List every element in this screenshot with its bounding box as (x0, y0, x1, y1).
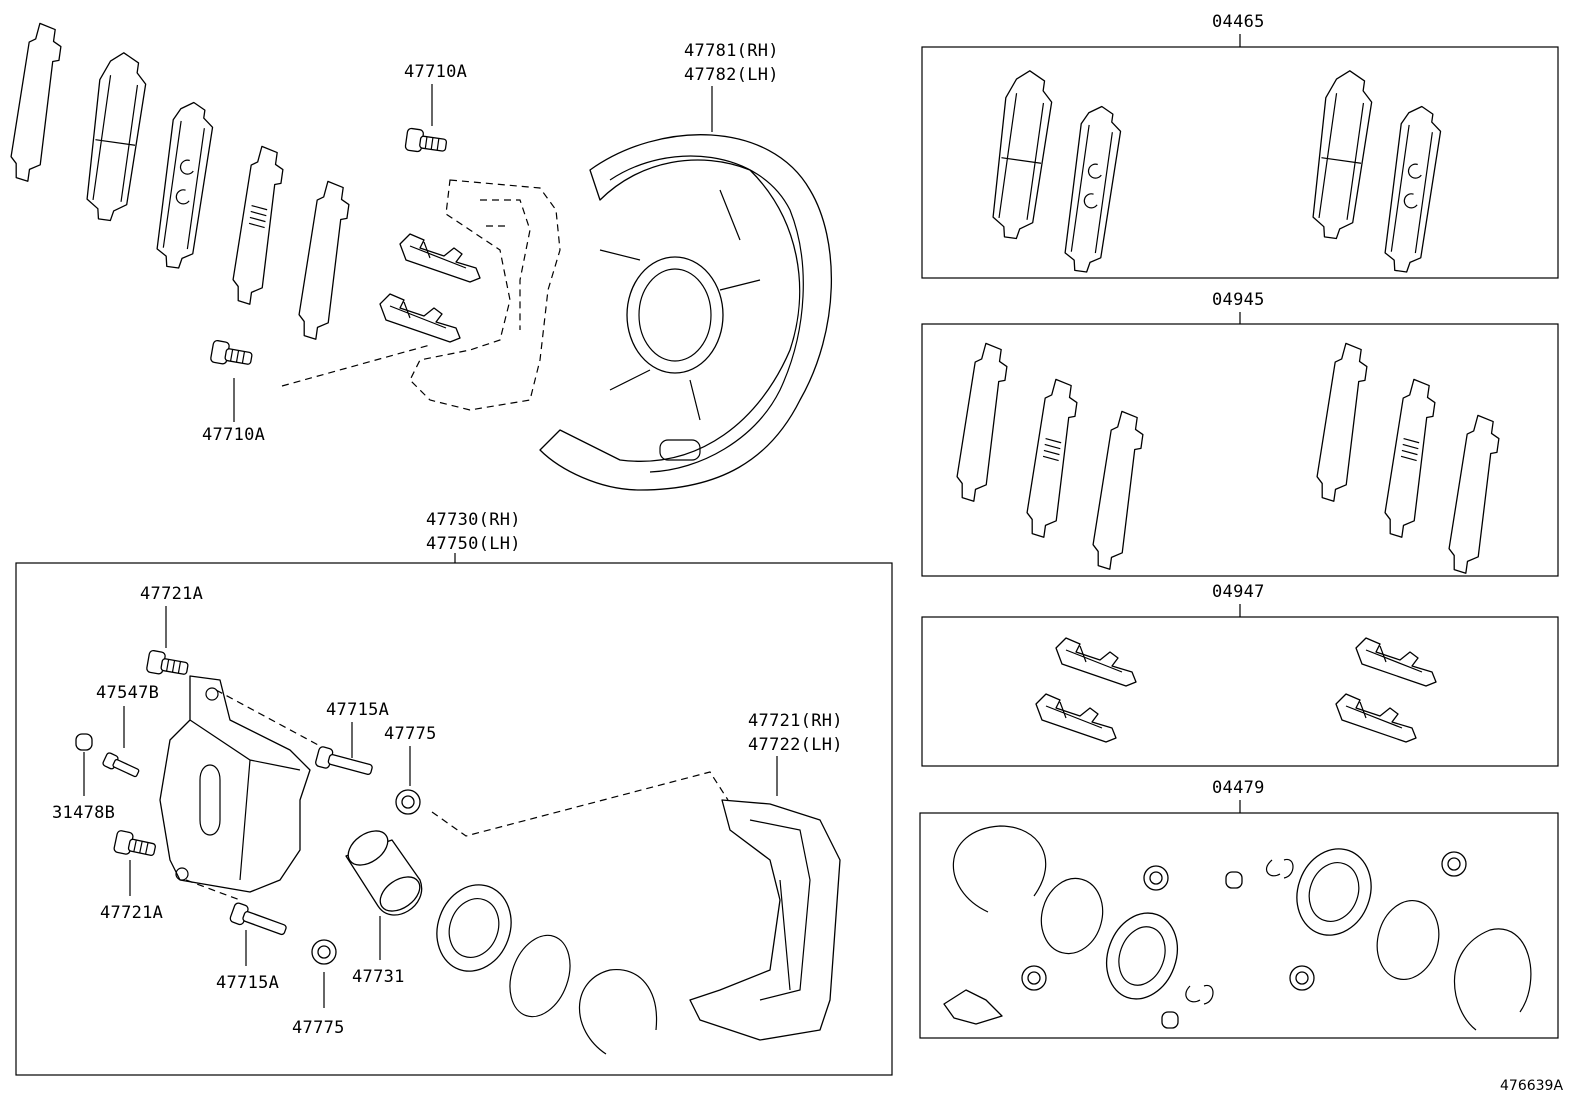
kit-box-04465 (921, 46, 1559, 279)
bolt-47721a-bottom (112, 829, 158, 861)
label-mount-lh: 47722(LH) (748, 735, 843, 755)
label-shield-lh: 47782(LH) (684, 65, 779, 85)
label-bolt-47710a-top: 47710A (404, 62, 467, 82)
bolt-47710a-bottom (209, 339, 255, 370)
piston (345, 830, 423, 916)
cylinder-boot-bottom (311, 939, 337, 965)
kit-04479-seal-parts (943, 825, 1532, 1031)
kit-box-04947 (921, 616, 1559, 767)
label-bolt-47710a-bottom: 47710A (202, 425, 265, 445)
brake-pad-inner (152, 99, 217, 271)
kit-number-04947: 04947 (1212, 582, 1265, 602)
bolt-47710a-top (404, 127, 449, 157)
caliper-mounting-bracket (689, 799, 841, 1041)
kit-04945-shims (953, 341, 1503, 576)
diagram-id: 476639A (1500, 1078, 1563, 1094)
bleeder-cap (75, 733, 93, 751)
label-bleeder: 47547B (96, 683, 159, 703)
caliper-bracket-dashed (281, 179, 561, 411)
kit-number-04465: 04465 (1212, 12, 1265, 32)
anti-squeal-shim-outer (7, 21, 65, 184)
disc-dust-cover (539, 86, 832, 491)
pad-support-clip-upper (399, 233, 481, 283)
piston-seal-boot (436, 884, 512, 972)
kit-04465-pads (985, 67, 1445, 275)
piston-seal-ring (509, 934, 571, 1018)
brake-pad-outer (79, 49, 151, 224)
label-shield-rh: 47781(RH) (684, 41, 779, 61)
label-piston: 47731 (352, 967, 405, 987)
bolt-47721a-top (145, 649, 191, 680)
label-bolt-47721a-bottom: 47721A (100, 903, 163, 923)
kit-box-04479 (919, 812, 1559, 1039)
kit-number-04945: 04945 (1212, 290, 1265, 310)
kit-number-04479: 04479 (1212, 778, 1265, 798)
label-bolt-47721a-top: 47721A (140, 584, 203, 604)
cylinder-boot-top (395, 789, 421, 815)
caliper-assembly-box (15, 562, 893, 1076)
bleeder-plug (102, 752, 140, 778)
anti-squeal-shim-rear (295, 179, 353, 342)
cylinder-body (159, 675, 311, 893)
label-pin-bottom: 47715A (216, 973, 279, 993)
guide-pin-bottom (228, 901, 290, 941)
label-boot-bottom: 47775 (292, 1018, 345, 1038)
kit-box-04945 (921, 323, 1559, 577)
pad-support-clip-lower (379, 293, 461, 343)
set-ring (578, 968, 658, 1055)
label-boot-top: 47775 (384, 724, 437, 744)
label-cap: 31478B (52, 803, 115, 823)
label-mount-rh: 47721(RH) (748, 711, 843, 731)
anti-squeal-shim-inner (229, 144, 287, 307)
label-caliper-lh: 47750(LH) (426, 534, 521, 554)
kit-04947-clips (1035, 637, 1437, 743)
label-caliper-rh: 47730(RH) (426, 510, 521, 530)
guide-pin-top (314, 745, 375, 781)
label-pin-top: 47715A (326, 700, 389, 720)
